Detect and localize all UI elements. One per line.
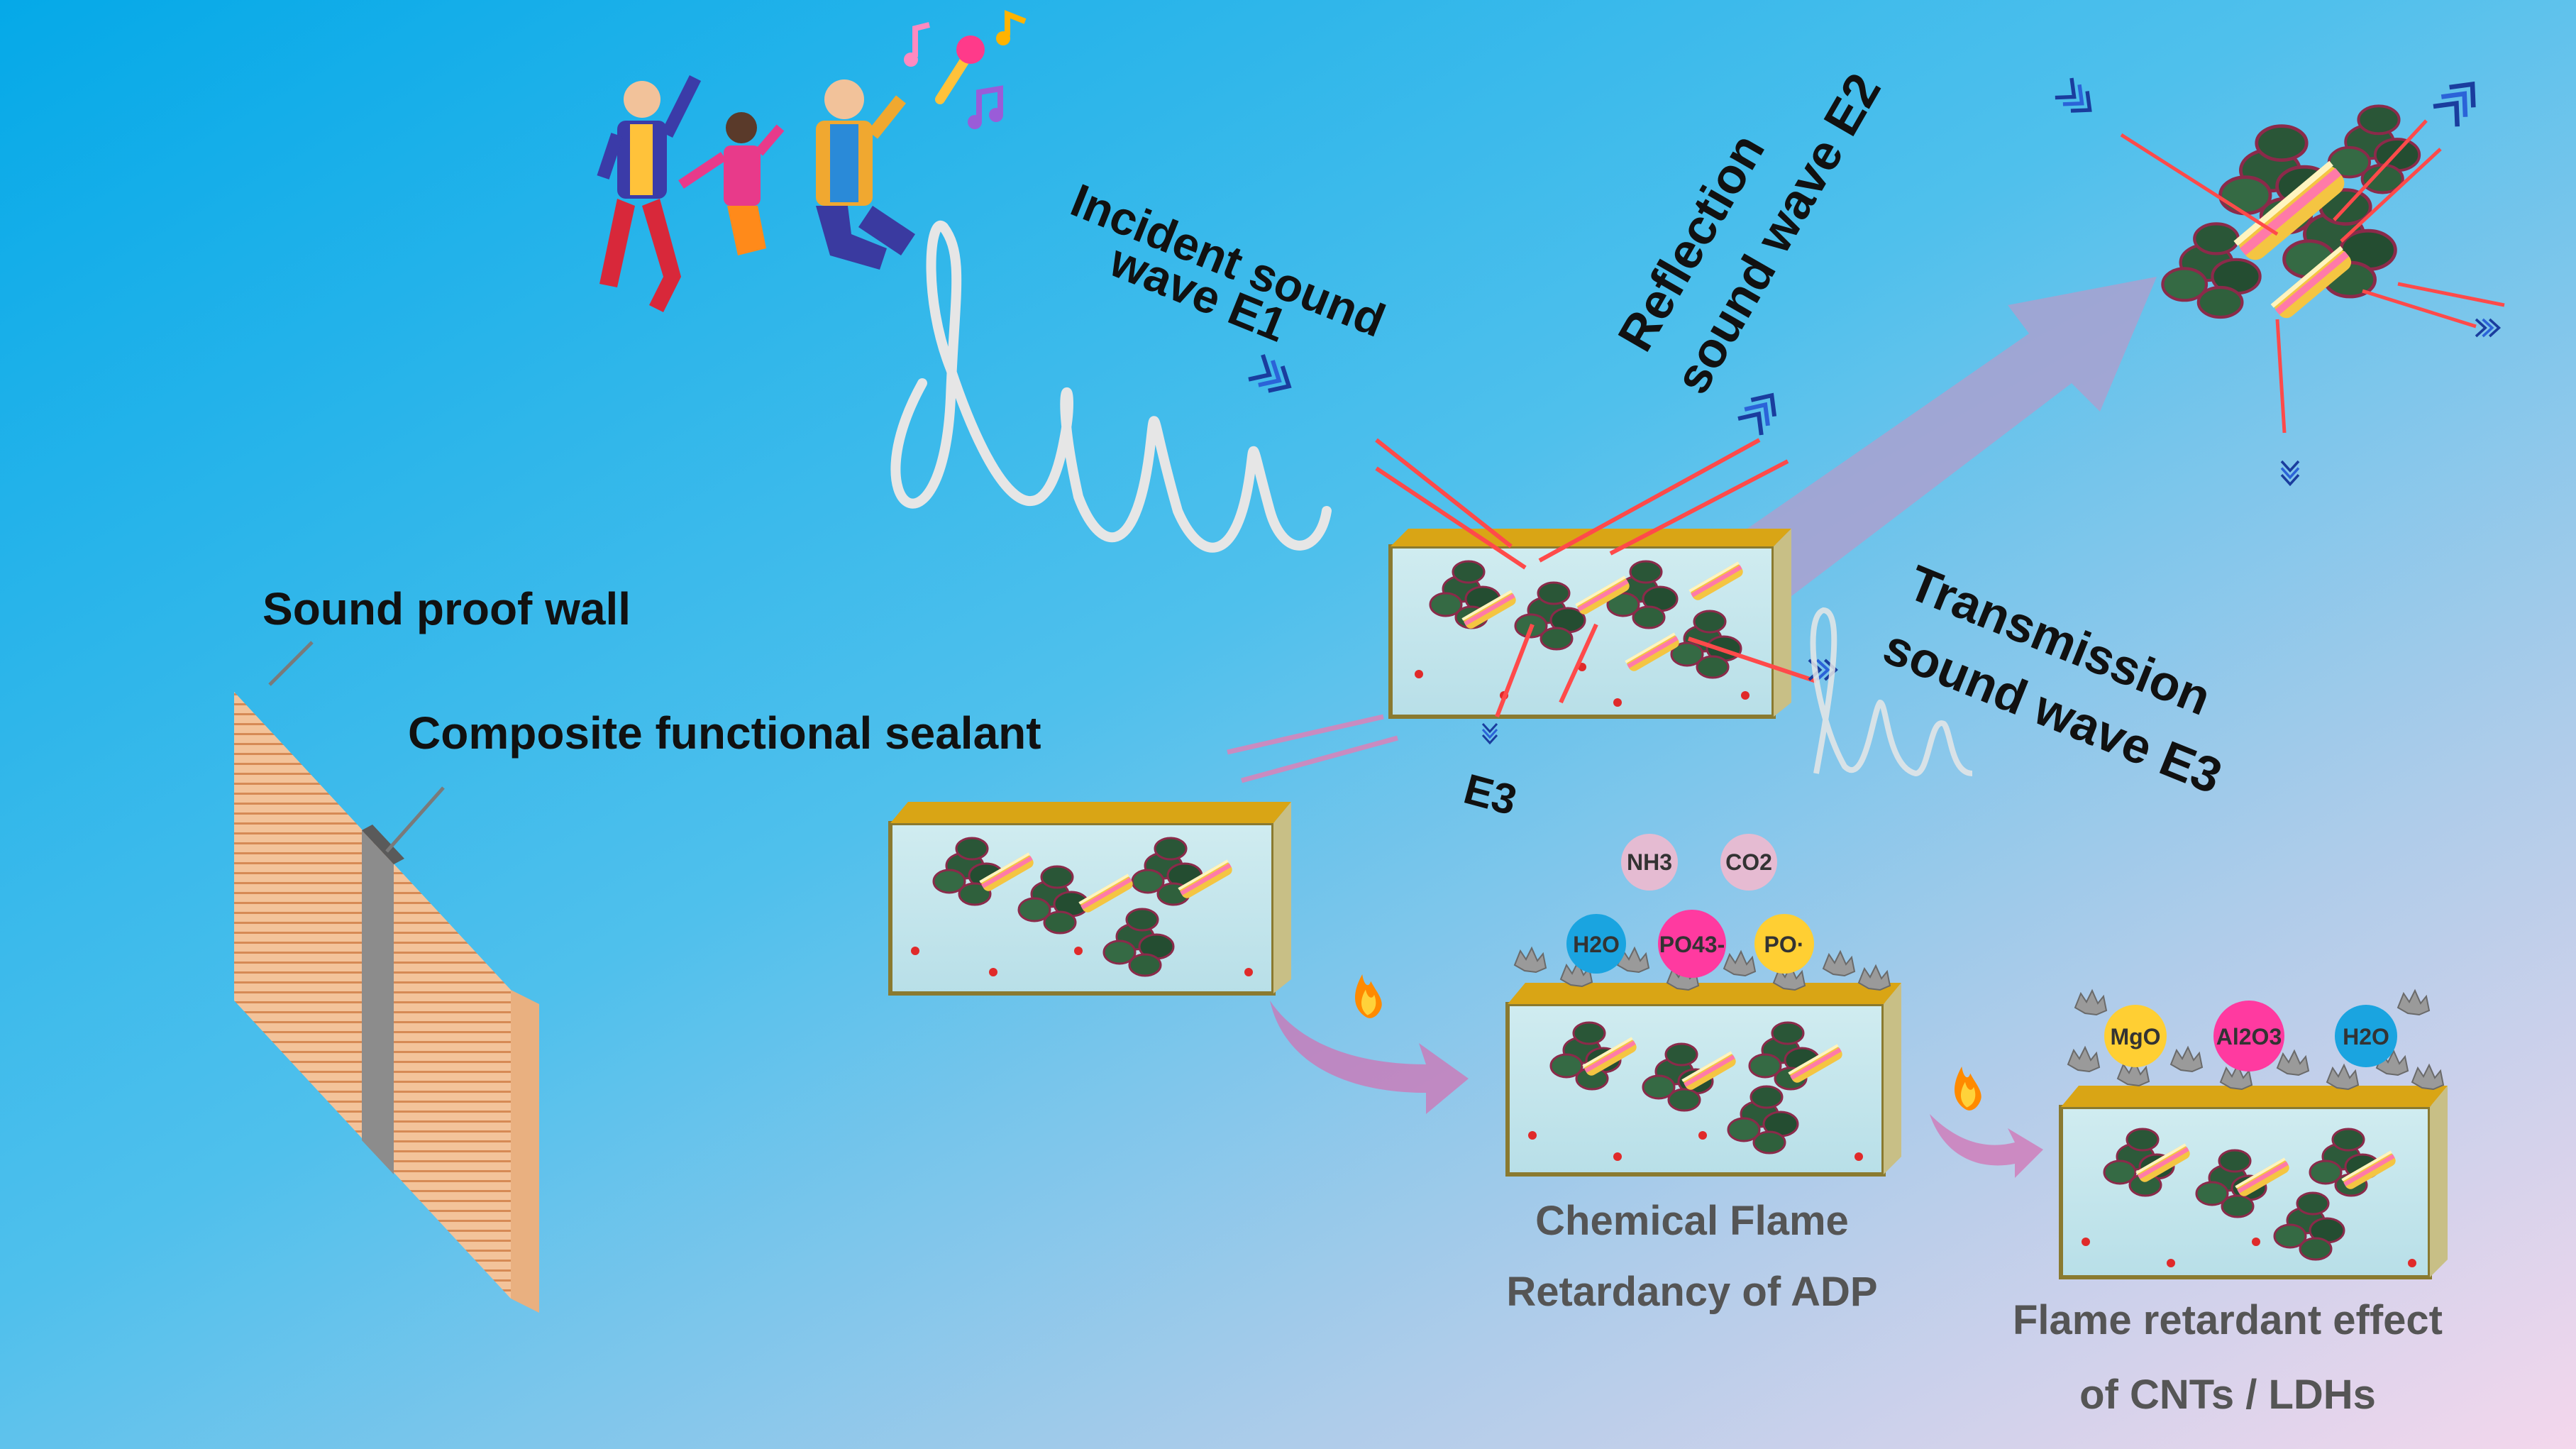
sealant-block-original	[888, 802, 1291, 996]
sealant-block-adp	[1505, 947, 1901, 1177]
ldh-product-al2o3: Al2O3	[2213, 1001, 2284, 1071]
adp-product-h2o: H2O	[1566, 914, 1626, 974]
music-note-icon	[904, 10, 1027, 129]
svg-text:NH3: NH3	[1627, 849, 1672, 875]
ldh-product-mgo: MgO	[2104, 1005, 2167, 1067]
flow-arrow-to-adp	[1270, 1001, 1469, 1114]
adp-gas-nh3: NH3	[1621, 834, 1678, 891]
svg-text:H2O: H2O	[1573, 932, 1620, 957]
sealant-block-ldh	[2059, 990, 2448, 1279]
svg-text:CO2: CO2	[1725, 849, 1772, 875]
incident-sound-wave	[890, 220, 1332, 553]
sealant-to-acoustic-arrows	[1227, 714, 1398, 783]
sealant-pointer-line	[385, 786, 445, 853]
sound-proof-wall-label: Sound proof wall	[262, 583, 631, 634]
chemical-flame-label-line1: Chemical Flame	[1535, 1198, 1849, 1244]
svg-text:PO·: PO·	[1764, 932, 1805, 957]
zoom-scatter-arrows	[2120, 119, 2505, 434]
sound-ray-arrows	[1375, 438, 1817, 718]
flame-effect-label-line2: of CNTs / LDHs	[2079, 1372, 2376, 1418]
composite-sealant-label: Composite functional sealant	[408, 707, 1041, 759]
flame-effect-label-line1: Flame retardant effect	[2013, 1297, 2443, 1343]
adp-product-po-radical: PO·	[1754, 914, 1814, 974]
dancing-people-illustration	[597, 75, 915, 312]
svg-text:Al2O3: Al2O3	[2216, 1024, 2282, 1049]
adp-gas-co2: CO2	[1720, 834, 1777, 891]
sealant-block-acoustic	[1388, 529, 1791, 719]
ldh-product-h2o: H2O	[2335, 1005, 2397, 1067]
microphone-icon	[935, 35, 985, 104]
sound-proof-wall	[234, 692, 539, 1313]
chemical-flame-label-line2: Retardancy of ADP	[1506, 1269, 1877, 1315]
adp-product-po4: PO43-	[1658, 910, 1726, 978]
svg-text:PO43-: PO43-	[1659, 932, 1725, 957]
flow-arrow-to-ldh	[1930, 1114, 2043, 1178]
svg-text:H2O: H2O	[2343, 1024, 2389, 1049]
wall-pointer-line	[268, 641, 314, 686]
transmitted-sound-wave	[1810, 607, 1973, 777]
svg-text:MgO: MgO	[2110, 1024, 2160, 1049]
